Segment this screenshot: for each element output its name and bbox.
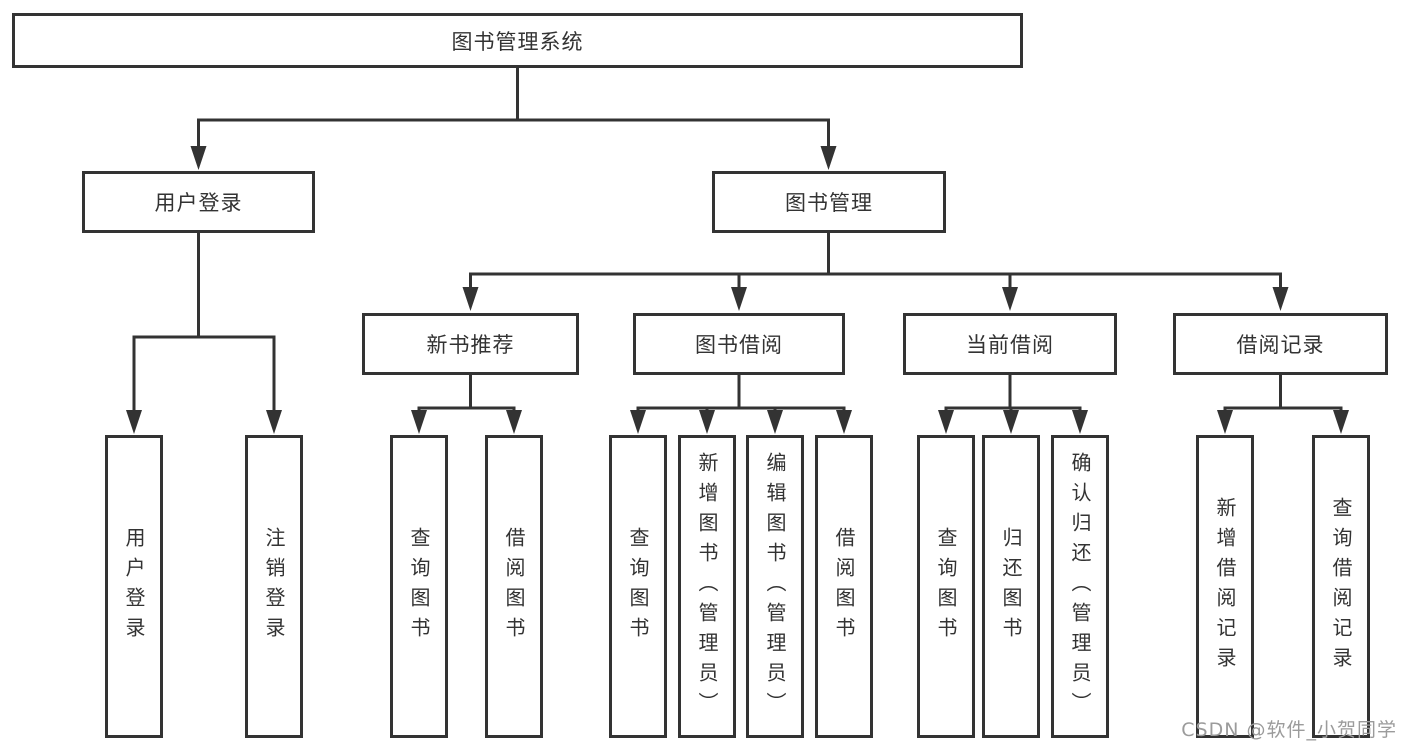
node-user-login-branch: 用户登录 [82, 171, 315, 233]
leaf-confirm-return-admin-label: 确认归还（管理员） [1068, 451, 1092, 722]
leaf-current-query-books: 查询图书 [917, 435, 975, 738]
node-borrow-records: 借阅记录 [1173, 313, 1388, 375]
leaf-return-books-label: 归还图书 [999, 526, 1023, 647]
leaf-borrow-books: 借阅图书 [815, 435, 873, 738]
node-book-management-label: 图书管理 [785, 191, 873, 215]
leaf-user-login: 用户登录 [105, 435, 163, 738]
leaf-user-login-label: 用户登录 [122, 526, 146, 647]
leaf-confirm-return-admin: 确认归还（管理员） [1051, 435, 1109, 738]
leaf-borrow-books-label: 借阅图书 [832, 526, 856, 647]
node-root-system: 图书管理系统 [12, 13, 1023, 68]
node-book-borrow-label: 图书借阅 [695, 333, 783, 357]
leaf-borrow-query-books: 查询图书 [609, 435, 667, 738]
leaf-add-borrow-record-label: 新增借阅记录 [1213, 496, 1237, 677]
leaf-add-books-admin: 新增图书（管理员） [678, 435, 736, 738]
leaf-edit-books-admin-label: 编辑图书（管理员） [763, 451, 787, 722]
leaf-add-borrow-record: 新增借阅记录 [1196, 435, 1254, 738]
leaf-recommend-borrow-books: 借阅图书 [485, 435, 543, 738]
leaf-add-books-admin-label: 新增图书（管理员） [695, 451, 719, 722]
node-current-borrow-label: 当前借阅 [966, 333, 1054, 357]
leaf-recommend-borrow-books-label: 借阅图书 [502, 526, 526, 647]
node-new-book-recommend: 新书推荐 [362, 313, 579, 375]
leaf-edit-books-admin: 编辑图书（管理员） [746, 435, 804, 738]
leaf-recommend-query-books: 查询图书 [390, 435, 448, 738]
leaf-return-books: 归还图书 [982, 435, 1040, 738]
leaf-logout-label: 注销登录 [262, 526, 286, 647]
node-book-borrow: 图书借阅 [633, 313, 845, 375]
leaf-borrow-query-books-label: 查询图书 [626, 526, 650, 647]
leaf-recommend-query-books-label: 查询图书 [407, 526, 431, 647]
leaf-query-borrow-record: 查询借阅记录 [1312, 435, 1370, 738]
node-book-management: 图书管理 [712, 171, 946, 233]
node-current-borrow: 当前借阅 [903, 313, 1117, 375]
leaf-query-borrow-record-label: 查询借阅记录 [1329, 496, 1353, 677]
node-borrow-records-label: 借阅记录 [1236, 333, 1325, 357]
node-root-label: 图书管理系统 [451, 29, 584, 54]
node-new-book-recommend-label: 新书推荐 [426, 333, 515, 357]
csdn-watermark: CSDN @软件_小贺同学 [1181, 719, 1397, 741]
node-user-login-branch-label: 用户登录 [154, 191, 243, 215]
leaf-current-query-books-label: 查询图书 [934, 526, 958, 647]
leaf-logout: 注销登录 [245, 435, 303, 738]
